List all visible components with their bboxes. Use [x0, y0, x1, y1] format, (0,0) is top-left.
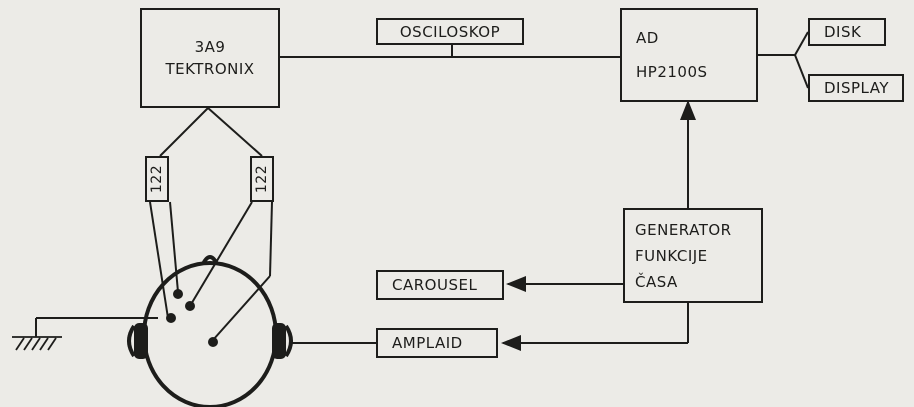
- right-probe-wire-c: [213, 276, 270, 340]
- left-earphone-icon: [129, 323, 148, 359]
- head-icon: [144, 257, 276, 407]
- disk-label: DISK: [824, 21, 861, 43]
- right-probe-wire-b: [270, 202, 272, 276]
- fork-display-line: [795, 55, 808, 88]
- ad-line-1: AD: [636, 27, 659, 49]
- amplaid-label: AMPLAID: [392, 332, 463, 354]
- electrodes-icon: [166, 289, 218, 347]
- probe-right-label: 122: [254, 165, 270, 193]
- display-box: DISPLAY: [808, 74, 904, 102]
- ground-icon: [12, 337, 62, 350]
- right-earphone-icon: [272, 323, 291, 359]
- display-label: DISPLAY: [824, 77, 889, 99]
- osciloskop-box: OSCILOSKOP: [376, 18, 524, 45]
- ad-line-2: HP2100S: [636, 61, 708, 83]
- tek-probe-left-line: [160, 108, 208, 156]
- right-probe-wire-a: [190, 202, 252, 306]
- carousel-box: CAROUSEL: [376, 270, 504, 300]
- generator-line-1: GENERATOR: [635, 217, 732, 243]
- osciloskop-label: OSCILOSKOP: [400, 21, 500, 43]
- probe-left-label: 122: [149, 165, 165, 193]
- probe-right-box: 122: [250, 156, 274, 202]
- generator-line-3: ČASA: [635, 269, 678, 295]
- carousel-label: CAROUSEL: [392, 274, 477, 296]
- tektronix-line-2: TEKTRONIX: [165, 58, 254, 80]
- tek-probe-right-line: [208, 108, 262, 156]
- generator-line-2: FUNKCIJE: [635, 243, 708, 269]
- tektronix-line-1: 3A9: [195, 36, 226, 58]
- generator-box: GENERATOR FUNKCIJE ČASA: [623, 208, 763, 303]
- amplaid-box: AMPLAID: [376, 328, 498, 358]
- disk-box: DISK: [808, 18, 886, 46]
- ad-box: AD HP2100S: [620, 8, 758, 102]
- probe-left-box: 122: [145, 156, 169, 202]
- fork-disk-line: [795, 32, 808, 55]
- tektronix-box: 3A9 TEKTRONIX: [140, 8, 280, 108]
